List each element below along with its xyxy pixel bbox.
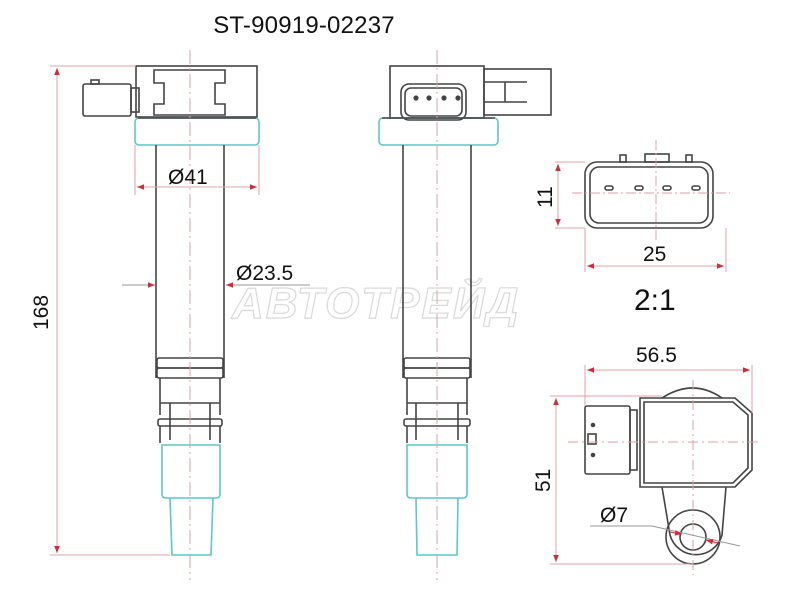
- connector-width-label: 25: [643, 243, 666, 266]
- height-dimension: 168: [30, 65, 170, 556]
- top-width-label: 56.5: [636, 344, 677, 367]
- top-height-label: 51: [532, 469, 555, 492]
- body-diameter-dimension: Ø23.5: [122, 262, 310, 288]
- scale-label: 2:1: [634, 284, 676, 317]
- part-number-title: ST-90919-02237: [0, 12, 800, 40]
- flange-diameter-dimension: Ø41: [134, 145, 260, 195]
- connector-height-label: 11: [534, 186, 557, 208]
- bolt-hole-label: Ø7: [600, 504, 628, 527]
- body-diameter-label: Ø23.5: [236, 262, 293, 285]
- top-view: 56.5 51 Ø7: [532, 344, 760, 575]
- part-number-text: ST-90919-02237: [213, 12, 395, 39]
- flange-diameter-label: Ø41: [168, 166, 208, 189]
- height-label: 168: [30, 295, 53, 330]
- connector-detail: 11 25 2:1: [534, 140, 730, 317]
